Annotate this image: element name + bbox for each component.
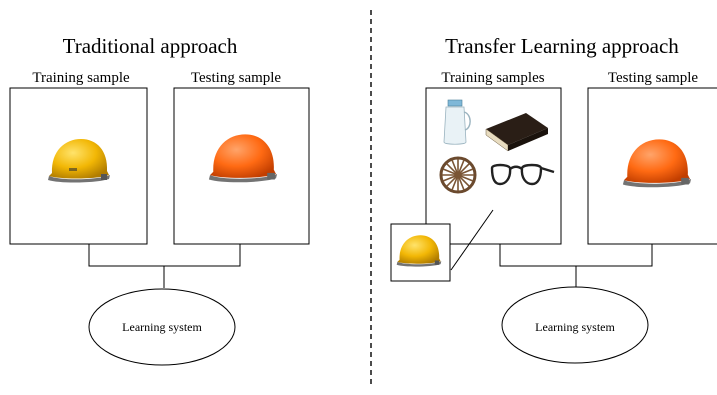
left-title: Traditional approach — [63, 34, 238, 58]
left-learning-system — [88, 288, 236, 366]
right-title: Transfer Learning approach — [445, 34, 679, 58]
eyeglasses-icon — [490, 163, 555, 186]
right-training-label: Training samples — [441, 70, 544, 86]
orange-helmet-icon — [622, 139, 692, 188]
right-system-label: Learning system — [535, 320, 615, 334]
right-learning-system — [501, 286, 649, 364]
left-training-label: Training sample — [32, 70, 130, 86]
book-icon — [485, 113, 548, 152]
left-testing-label: Testing sample — [191, 70, 282, 86]
jug-icon — [443, 99, 471, 145]
left-bracket — [88, 244, 241, 288]
left-system-label: Learning system — [122, 320, 202, 334]
wagon-wheel-icon — [439, 156, 477, 194]
right-testing-label: Testing sample — [608, 70, 699, 86]
orange-helmet-icon — [208, 134, 278, 183]
connector-line — [450, 209, 494, 271]
right-bracket — [499, 244, 653, 288]
yellow-helmet-icon — [48, 139, 110, 183]
yellow-helmet-icon — [396, 235, 442, 267]
